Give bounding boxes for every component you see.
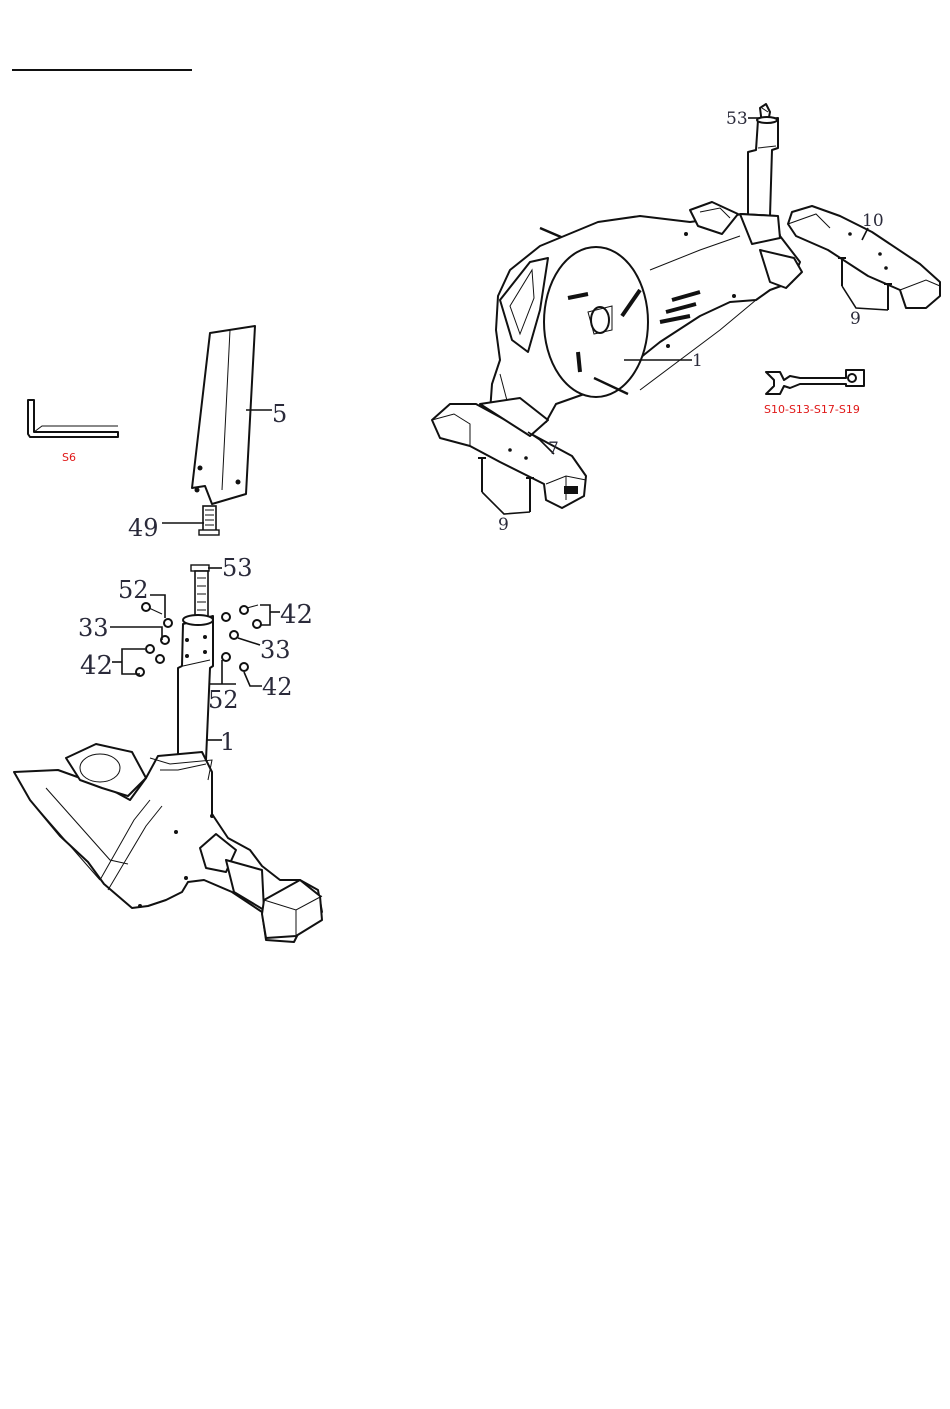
left-assembly-figure: S6 5 49 xyxy=(14,326,322,942)
tool-label-s6: S6 xyxy=(62,451,76,464)
callout-42-right: 42 xyxy=(280,600,313,630)
callout-52-bottom: 52 xyxy=(208,686,239,714)
callout-1-right: 1 xyxy=(692,351,703,371)
wrench-icon xyxy=(766,370,864,394)
callout-9-left: 9 xyxy=(498,515,509,535)
allen-key-icon xyxy=(28,400,118,437)
callout-53-left: 53 xyxy=(222,554,253,582)
callout-5: 5 xyxy=(272,400,287,428)
cable-part-49 xyxy=(199,506,219,535)
callout-1-left: 1 xyxy=(220,728,235,756)
callout-42-bottom: 42 xyxy=(262,673,293,701)
front-post xyxy=(748,117,778,218)
tool-label-wrench: S10-S13-S17-S19 xyxy=(764,403,860,416)
callout-33-left: 33 xyxy=(78,614,109,642)
elliptical-frame-body xyxy=(490,202,802,424)
callout-52-top: 52 xyxy=(118,576,149,604)
cable-part-53 xyxy=(191,565,209,619)
callout-9-right: 9 xyxy=(850,309,861,329)
callout-33-right: 33 xyxy=(260,636,291,664)
callout-49: 49 xyxy=(128,514,159,542)
rear-stabilizer-part-7 xyxy=(432,398,586,508)
right-assembly-figure: 53 10 9 xyxy=(432,104,940,535)
callout-7: 7 xyxy=(548,439,559,459)
upright-tube-part-5 xyxy=(192,326,255,504)
callout-53-right: 53 xyxy=(726,109,748,129)
callout-10: 10 xyxy=(862,211,884,231)
main-frame-base xyxy=(14,744,322,942)
callout-42-left: 42 xyxy=(80,651,113,681)
